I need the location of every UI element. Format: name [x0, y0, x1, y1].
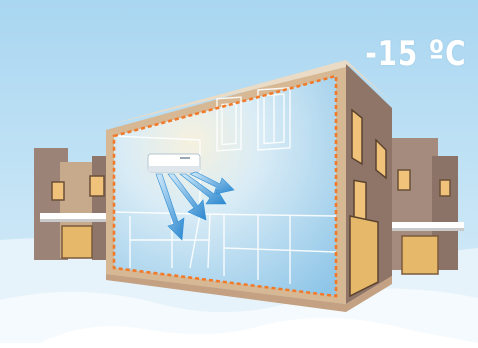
outside-temperature-label: -15 ºC — [365, 34, 466, 74]
right-building — [388, 138, 464, 274]
air-conditioner-icon — [148, 154, 200, 172]
side-door — [350, 216, 378, 296]
side-window-1b — [352, 110, 362, 164]
